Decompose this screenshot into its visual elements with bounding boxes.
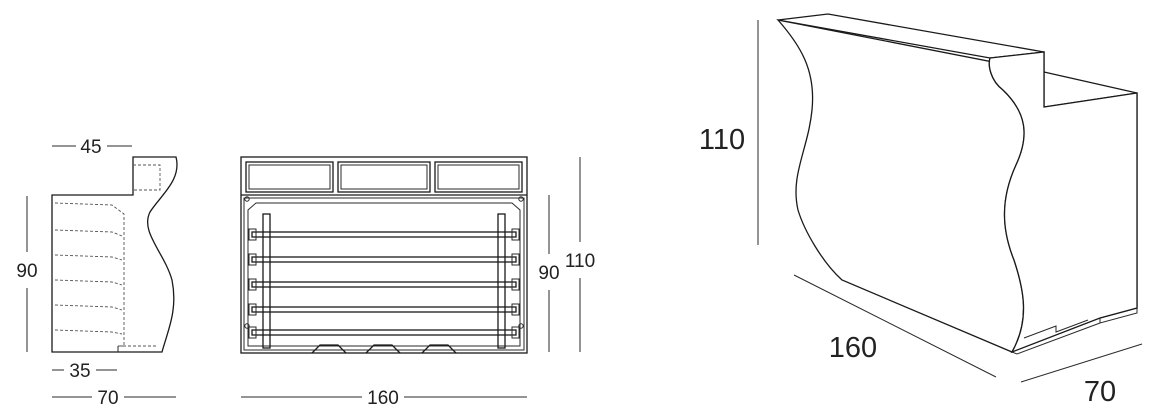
front-view-outline [240, 156, 528, 354]
dim-line-70-iso [1020, 343, 1143, 383]
iso-side-panel [988, 51, 1138, 354]
front-drawer-left [245, 161, 334, 193]
front-drawer-right [434, 161, 523, 193]
dim-label-160-iso: 160 [829, 332, 877, 364]
dim-label-70-side: 70 [97, 388, 118, 409]
side-view-outline [51, 156, 178, 353]
side-view-hidden-shelves [54, 164, 161, 352]
iso-view: 110 160 70 [699, 13, 1143, 408]
dim-label-90-side: 90 [16, 261, 37, 282]
side-view: 45 90 35 70 [16, 137, 178, 409]
dim-label-90-front: 90 [538, 263, 559, 284]
front-view: 160 90 110 [240, 156, 595, 409]
front-feet [311, 344, 457, 354]
dim-label-35: 35 [69, 361, 90, 382]
dim-label-160-front: 160 [367, 388, 399, 409]
dim-label-70-iso: 70 [1084, 376, 1116, 408]
dim-label-45: 45 [80, 137, 101, 158]
front-drawer-center [337, 161, 431, 193]
dim-label-110-front: 110 [565, 251, 595, 272]
dim-label-110-iso: 110 [699, 124, 745, 156]
front-shelves [248, 228, 520, 339]
dim-line-160-iso [793, 274, 997, 378]
front-upright-right [497, 213, 506, 349]
front-upright-left [262, 213, 271, 349]
